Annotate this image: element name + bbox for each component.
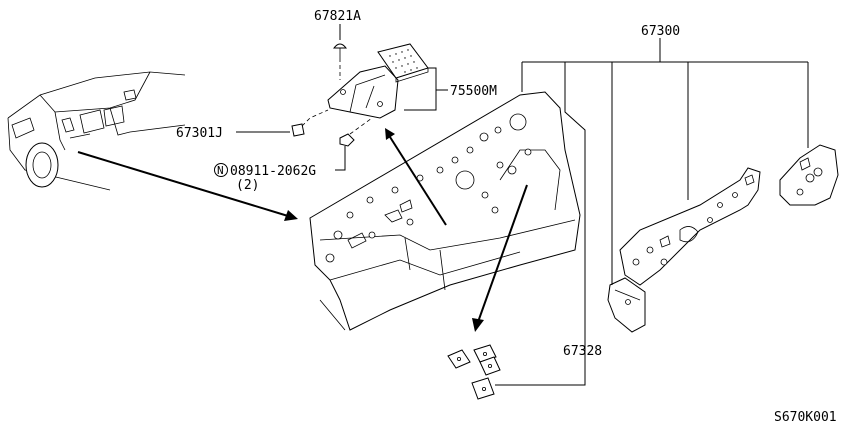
dash-panel-illustration xyxy=(309,91,581,331)
label-67328: 67328 xyxy=(563,344,602,359)
nut-symbol-letter: N xyxy=(217,164,224,177)
vehicle-illustration xyxy=(7,71,186,191)
part-labels: 67821A 75500M 67301J N 08911-2062G (2) 6… xyxy=(176,9,837,425)
label-67821a: 67821A xyxy=(314,9,361,24)
figure-code: S670K001 xyxy=(774,410,837,425)
arrow-vehicle-to-panel xyxy=(77,151,298,221)
label-08911-2062g: 08911-2062G xyxy=(230,164,316,179)
label-67300: 67300 xyxy=(641,24,680,39)
arrow-panel-to-bracket xyxy=(385,128,447,226)
insulator-pieces xyxy=(447,344,501,400)
foam-texture xyxy=(389,49,418,73)
leader-lines xyxy=(236,24,809,386)
arrow-panel-to-insulator xyxy=(472,184,528,332)
panel-part-right xyxy=(779,144,839,206)
panel-part-long xyxy=(619,167,761,286)
panel-part-small-left xyxy=(607,277,646,333)
bracket-illustration xyxy=(291,43,429,147)
label-75500m: 75500M xyxy=(450,84,497,99)
label-nut-qty: (2) xyxy=(236,178,259,193)
nut-symbol: N xyxy=(214,163,228,177)
label-67301j: 67301J xyxy=(176,126,223,141)
